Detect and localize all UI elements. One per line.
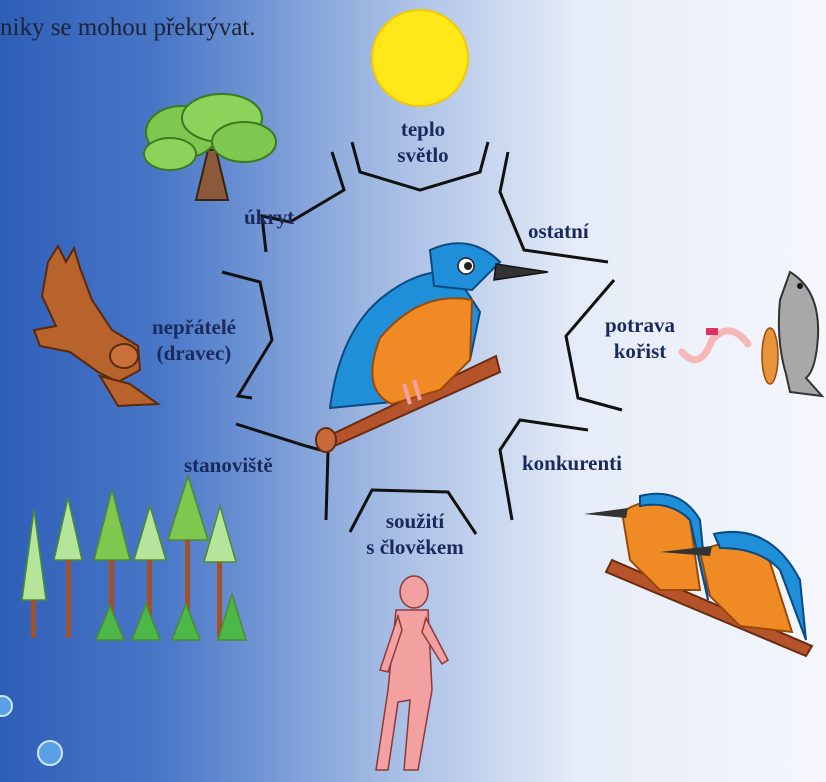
- bubble-icon: [38, 741, 62, 765]
- label-food: potrava kořist: [590, 312, 690, 364]
- competitor-kingfishers-icon: [584, 494, 812, 656]
- label-enemies-line1: nepřátelé: [134, 314, 254, 340]
- label-light: světlo: [378, 142, 468, 168]
- label-heat-light: teplo světlo: [378, 116, 468, 168]
- bracket-top-right: [500, 152, 608, 262]
- label-other: ostatní: [528, 218, 589, 244]
- human-icon: [376, 576, 448, 770]
- forest-icon: [22, 476, 246, 640]
- label-heat: teplo: [378, 116, 468, 142]
- tree-icon: [144, 94, 276, 200]
- kingfisher-center: [316, 243, 548, 452]
- bracket-top-left: [262, 152, 344, 252]
- label-food-line1: potrava: [590, 312, 690, 338]
- prey-icons: [682, 272, 822, 396]
- label-enemies: nepřátelé (dravec): [134, 314, 254, 366]
- label-competitors: konkurenti: [522, 450, 622, 476]
- label-coexistence-line2: s člověkem: [350, 534, 480, 560]
- bubble-icon: [0, 696, 12, 716]
- label-coexistence-line1: soužití: [350, 508, 480, 534]
- label-food-line2: kořist: [590, 338, 690, 364]
- label-enemies-line2: (dravec): [134, 340, 254, 366]
- sun-icon: [372, 10, 468, 106]
- label-habitat: stanoviště: [184, 452, 273, 478]
- label-shelter: úkryt: [244, 204, 294, 230]
- label-coexistence: soužití s člověkem: [350, 508, 480, 560]
